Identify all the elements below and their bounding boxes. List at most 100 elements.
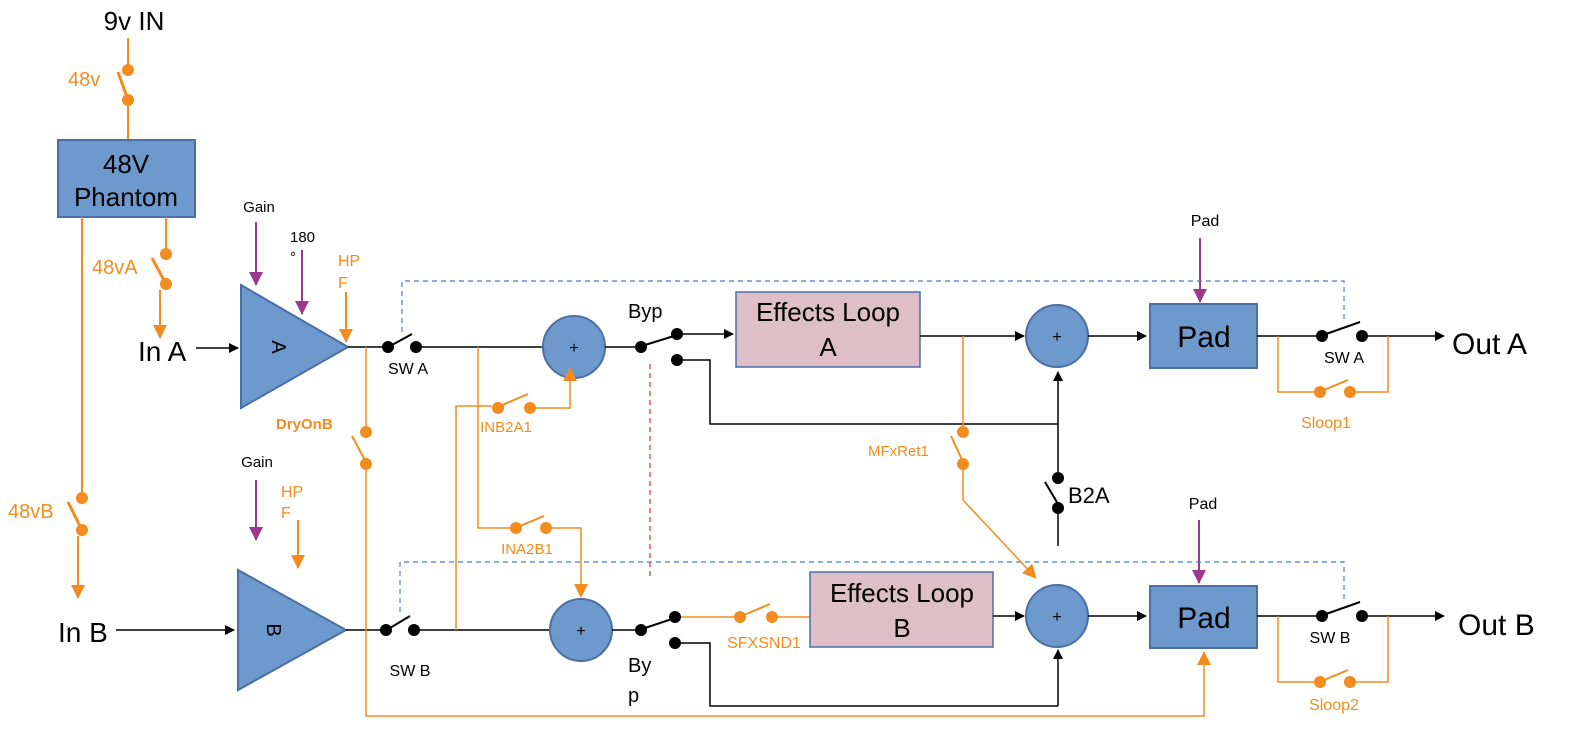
effects-loop-a-block: [735, 291, 921, 368]
phantom-line2: Phantom: [74, 182, 178, 212]
switch-contact: [635, 624, 647, 636]
bypass-b-label-1: By: [628, 655, 651, 677]
in-a-label: In A: [138, 336, 187, 367]
inb2a1-label: INB2A1: [480, 419, 532, 436]
switch-contact: [957, 458, 969, 470]
switch-contact: [1052, 472, 1064, 484]
switch-contact: [669, 637, 681, 649]
gain-a-label: Gain: [243, 199, 275, 216]
switch-contact: [492, 402, 504, 414]
switch-contact: [957, 426, 969, 438]
switch-contact: [410, 341, 422, 353]
pad-a-ctrl-label: Pad: [1191, 213, 1219, 230]
power-section: 9v IN 48v 48V Phantom 48vA 48vB: [8, 6, 196, 599]
sloop1-label: Sloop1: [1301, 415, 1351, 432]
sw-b-in-label: SW B: [390, 663, 431, 680]
switch-contact: [122, 94, 134, 106]
ina2b1-label: INA2B1: [501, 541, 553, 558]
switch-contact: [766, 611, 778, 623]
amp-b-label: B: [262, 623, 284, 636]
sfxsnd1-label: SFXSND1: [727, 635, 801, 652]
channel-b: In B B Gain HP F SW B + By p: [58, 454, 1535, 714]
sw-b-link-dashed: [399, 561, 1345, 612]
dry-on-b-wire: [365, 470, 1211, 717]
mfxret1-wire: [962, 470, 1037, 579]
switch-contact: [382, 341, 394, 353]
sw-b-out-lever[interactable]: [1325, 601, 1361, 615]
pad-b-block: [1149, 585, 1258, 649]
sloop2-label: Sloop2: [1309, 697, 1359, 714]
switch-contact: [1344, 386, 1356, 398]
switch-contact: [1314, 676, 1326, 688]
amp-b-triangle: [237, 568, 349, 692]
effects-loop-b-block: [809, 571, 994, 648]
switch-contact: [76, 492, 88, 504]
switch-contact: [380, 624, 392, 636]
phantom-power-block: [57, 139, 196, 218]
switch-contact: [408, 624, 420, 636]
b2a-label: B2A: [1068, 483, 1110, 508]
switch-contact: [122, 64, 134, 76]
ina2b1-wire: [477, 347, 510, 529]
mfxret1-lever[interactable]: [950, 435, 964, 463]
amp-a-triangle: [240, 283, 351, 410]
bypass-b-wire: [681, 642, 1058, 707]
bypass-b-lever[interactable]: [644, 618, 673, 629]
switch-contact: [524, 402, 536, 414]
ina2b1-lever[interactable]: [519, 515, 545, 527]
fx-b-line1: Effects Loop: [830, 578, 974, 608]
in-b-label: In B: [58, 617, 108, 648]
switch-48v-label: 48v: [68, 69, 100, 91]
switch-contact: [160, 248, 172, 260]
switch-contact: [671, 328, 683, 340]
pad-b-ctrl-label: Pad: [1189, 496, 1217, 513]
switch-contact: [635, 341, 647, 353]
sum-a1-label: +: [569, 340, 578, 357]
sloop1-lever[interactable]: [1323, 379, 1349, 391]
sloop2-lever[interactable]: [1323, 669, 1349, 681]
switch-contact: [734, 611, 746, 623]
switch-contact: [510, 522, 522, 534]
switch-contact: [1356, 610, 1368, 622]
hpf-b-label-1: HP: [281, 484, 303, 501]
sw-b-out-label: SW B: [1310, 630, 1351, 647]
bypass-a-lever[interactable]: [644, 335, 675, 346]
switch-contact: [1316, 610, 1328, 622]
phantom-line1: 48V: [103, 149, 150, 179]
inb2a1-wire: [536, 367, 577, 409]
dry-on-b-lever[interactable]: [351, 435, 367, 463]
switch-contact: [360, 458, 372, 470]
fx-a-line1: Effects Loop: [756, 297, 900, 327]
switch-contact: [1316, 330, 1328, 342]
amp-a-label: A: [267, 340, 289, 354]
switch-contact: [669, 611, 681, 623]
cross-routing: DryOnB INB2A1 INA2B1 MFxRet1 B2A: [276, 336, 1211, 717]
bypass-b-label-2: p: [628, 685, 639, 707]
pad-b-label: Pad: [1177, 602, 1230, 635]
pad-a-label: Pad: [1177, 321, 1230, 354]
ina2b1-wire: [552, 527, 588, 598]
switch-contact: [671, 354, 683, 366]
hpf-a-label-1: HP: [338, 253, 360, 270]
switch-48vb-label: 48vB: [8, 501, 54, 523]
switch-contact: [1314, 386, 1326, 398]
fx-a-line2: A: [819, 332, 837, 362]
bypass-a-wire: [683, 359, 1058, 425]
sw-a-out-lever[interactable]: [1325, 321, 1361, 335]
sw-a-in-lever[interactable]: [391, 333, 413, 346]
switch-contact: [360, 426, 372, 438]
inb2a1-lever[interactable]: [499, 393, 529, 407]
hpf-b-label-2: F: [281, 505, 291, 522]
phase-a-label-2: °: [290, 249, 296, 266]
dry-on-b-label: DryOnB: [276, 416, 333, 433]
sum-b2-label: +: [1052, 609, 1061, 626]
switch-contact: [76, 524, 88, 536]
out-b-label: Out B: [1458, 609, 1535, 642]
b2a-lever[interactable]: [1044, 481, 1059, 505]
sw-b-in-lever[interactable]: [389, 615, 411, 629]
switch-48va-label: 48vA: [92, 257, 138, 279]
sw-a-out-label: SW A: [1324, 350, 1364, 367]
sfxsnd1-lever[interactable]: [743, 603, 771, 616]
sum-a2-label: +: [1052, 329, 1061, 346]
